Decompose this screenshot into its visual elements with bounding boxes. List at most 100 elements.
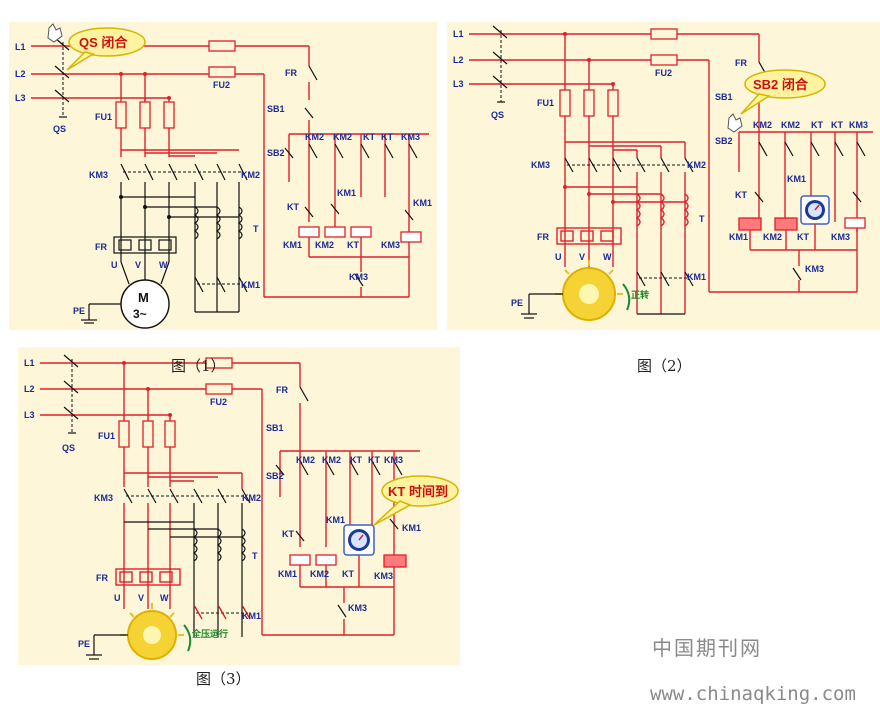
- figure-3-caption: 图（3）: [196, 670, 251, 688]
- label-fu1: FU1: [95, 112, 112, 122]
- label-fr-main: FR: [95, 242, 107, 252]
- label-l3: L3: [24, 410, 35, 420]
- label-fu1: FU1: [98, 431, 115, 441]
- label-sb1: SB1: [267, 104, 285, 114]
- label-kt-a: KT: [350, 455, 362, 465]
- figure-2-caption: 图（2）: [637, 357, 692, 375]
- label-sb1: SB1: [266, 423, 284, 433]
- label-fu2: FU2: [213, 80, 230, 90]
- timer-relay-icon: [343, 524, 375, 556]
- label-w: W: [159, 260, 168, 270]
- label-l2: L2: [24, 384, 35, 394]
- label-km3-main: KM3: [89, 170, 108, 180]
- label-km3-lower: KM3: [348, 603, 367, 613]
- label-coil-km3: KM3: [381, 240, 400, 250]
- figure-1-caption: 图（1）: [171, 357, 226, 375]
- label-fr-ctrl: FR: [735, 58, 747, 68]
- label-kt-ctrl: KT: [287, 202, 299, 212]
- motor-icon: [555, 260, 623, 321]
- label-sb2: SB2: [266, 471, 284, 481]
- label-l1: L1: [15, 42, 26, 52]
- label-km1-main: KM1: [242, 611, 261, 621]
- label-coil-km2: KM2: [310, 569, 329, 579]
- label-l2: L2: [15, 69, 26, 79]
- label-km2-a: KM2: [305, 132, 324, 142]
- callout-text: QS 闭合: [79, 35, 128, 50]
- label-km3-main: KM3: [94, 493, 113, 503]
- label-pe: PE: [78, 639, 90, 649]
- label-km1-right: KM1: [402, 523, 421, 533]
- label-sb2: SB2: [715, 136, 733, 146]
- label-sb2: SB2: [267, 148, 285, 158]
- label-fr-ctrl: FR: [285, 68, 297, 78]
- figure-2-circuit: 正转 L1 L2 L3 QS FU1 FU2 KM3 KM2 KM1 FR U …: [453, 25, 873, 321]
- label-kt-a: KT: [363, 132, 375, 142]
- label-pe: PE: [73, 306, 85, 316]
- label-km3-ctrl: KM3: [401, 132, 420, 142]
- label-l1: L1: [453, 29, 464, 39]
- label-u: U: [114, 593, 121, 603]
- motor-phase-label: 3~: [133, 307, 147, 321]
- label-kt-b: KT: [368, 455, 380, 465]
- hand-icon: [47, 23, 63, 43]
- label-fr-main: FR: [96, 573, 108, 583]
- label-km2-a: KM2: [296, 455, 315, 465]
- label-pe: PE: [511, 298, 523, 308]
- figure-1-panel: M 3~ L1 L2 L3 QS FU1 FU2 KM3 KM2 KM1 FR …: [9, 22, 437, 330]
- motor-icon: [120, 603, 184, 660]
- label-v: V: [138, 593, 144, 603]
- watermark-site-name: 中国期刊网: [652, 636, 762, 660]
- hand-icon: [727, 113, 743, 133]
- label-l2: L2: [453, 55, 464, 65]
- label-fu2: FU2: [655, 68, 672, 78]
- rotation-arrow-icon: [622, 283, 631, 311]
- label-km3-lower: KM3: [349, 272, 368, 282]
- label-km2-main: KM2: [687, 160, 706, 170]
- figure-1-circuit: M 3~ L1 L2 L3 QS FU1 FU2 KM3 KM2 KM1 FR …: [15, 23, 432, 329]
- label-kt-ctrl: KT: [735, 190, 747, 200]
- label-l3: L3: [15, 93, 26, 103]
- timer-relay-icon: [800, 195, 830, 225]
- label-l1: L1: [24, 358, 35, 368]
- label-w: W: [160, 593, 169, 603]
- label-coil-km2: KM2: [315, 240, 334, 250]
- label-km1-main: KM1: [687, 272, 706, 282]
- label-coil-km1: KM1: [283, 240, 302, 250]
- label-km1-right: KM1: [413, 198, 432, 208]
- label-coil-kt: KT: [347, 240, 359, 250]
- callout-text: SB2 闭合: [753, 77, 809, 92]
- label-km3-lower: KM3: [805, 264, 824, 274]
- label-qs: QS: [62, 443, 75, 453]
- label-coil-kt: KT: [797, 232, 809, 242]
- km2-coil-energized: [774, 217, 798, 231]
- label-km2-b: KM2: [322, 455, 341, 465]
- label-km3-main: KM3: [531, 160, 550, 170]
- label-kt-ctrl: KT: [282, 529, 294, 539]
- motor-status-label: 全压运行: [191, 628, 228, 639]
- callout-bubble: KT 时间到: [373, 475, 459, 526]
- label-fu1: FU1: [537, 98, 554, 108]
- label-qs: QS: [53, 124, 66, 134]
- label-km1-ctrl: KM1: [337, 188, 356, 198]
- label-km1-main: KM1: [241, 280, 260, 290]
- label-v: V: [135, 260, 141, 270]
- label-coil-km2: KM2: [763, 232, 782, 242]
- label-kt-b: KT: [831, 120, 843, 130]
- label-fr-ctrl: FR: [276, 385, 288, 395]
- label-u: U: [555, 252, 562, 262]
- label-coil-kt: KT: [342, 569, 354, 579]
- label-km3-ctrl: KM3: [849, 120, 868, 130]
- callout-bubble: SB2 闭合: [740, 69, 826, 115]
- callout-text: KT 时间到: [388, 484, 448, 499]
- label-u: U: [111, 260, 118, 270]
- label-w: W: [603, 252, 612, 262]
- motor-status-label: 正转: [631, 289, 649, 300]
- label-coil-km3: KM3: [374, 571, 393, 581]
- label-km3-ctrl: KM3: [384, 455, 403, 465]
- label-coil-km1: KM1: [729, 232, 748, 242]
- label-t: T: [252, 551, 258, 561]
- label-km2-b: KM2: [781, 120, 800, 130]
- figure-2-panel: 正转 L1 L2 L3 QS FU1 FU2 KM3 KM2 KM1 FR U …: [447, 22, 880, 330]
- label-km2-main: KM2: [241, 170, 260, 180]
- label-km2-main: KM2: [242, 493, 261, 503]
